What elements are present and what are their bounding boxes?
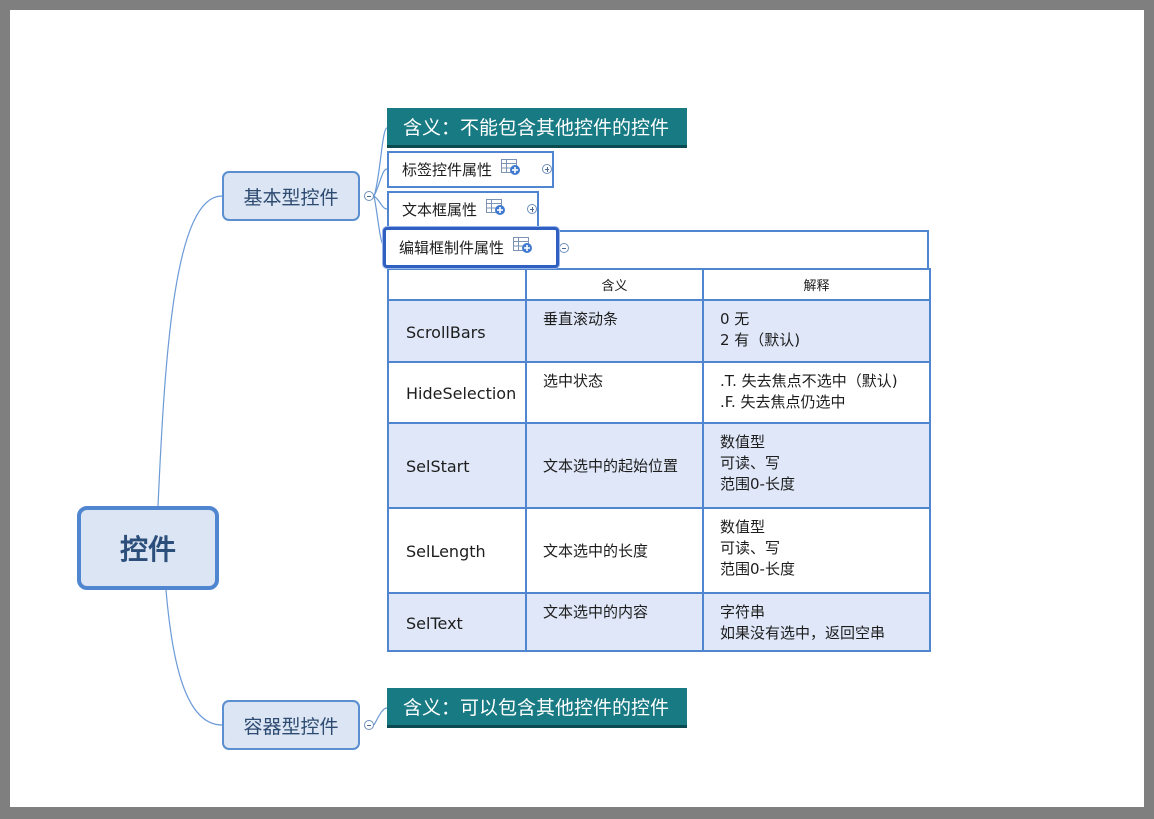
header-cell bbox=[387, 268, 527, 301]
note-basic-controls[interactable]: 含义：不能包含其他控件的控件 bbox=[387, 108, 687, 148]
table-row: SelStart 文本选中的起始位置 数值型 可读、写 范围0-长度 bbox=[387, 422, 931, 509]
leaf-label: 文本框属性 bbox=[402, 201, 478, 219]
property-name: HideSelection bbox=[387, 361, 527, 424]
collapse-toggle-icon[interactable] bbox=[559, 243, 569, 253]
note-text: 含义：不能包含其他控件的控件 bbox=[403, 117, 670, 139]
expand-toggle-icon[interactable] bbox=[527, 204, 537, 214]
explain-line: 可读、写 bbox=[720, 454, 781, 472]
property-explanation: 字符串 如果没有选中，返回空串 bbox=[702, 592, 931, 652]
root-node[interactable]: 控件 bbox=[77, 506, 219, 590]
explain-line: 如果没有选中，返回空串 bbox=[720, 624, 886, 642]
property-explanation: .T. 失去焦点不选中（默认) .F. 失去焦点仍选中 bbox=[702, 361, 931, 424]
table-row: SelText 文本选中的内容 字符串 如果没有选中，返回空串 bbox=[387, 592, 931, 652]
branch-container-controls[interactable]: 容器型控件 bbox=[222, 700, 360, 750]
explain-line: 字符串 bbox=[720, 603, 766, 621]
table-header-row: 含义 解释 bbox=[387, 268, 931, 301]
table-add-icon[interactable] bbox=[501, 159, 521, 180]
header-cell: 含义 bbox=[525, 268, 704, 301]
explain-line: 2 有（默认) bbox=[720, 331, 801, 349]
leaf-label: 标签控件属性 bbox=[402, 161, 493, 179]
explain-line: 范围0-长度 bbox=[720, 560, 795, 578]
property-meaning: 文本选中的内容 bbox=[525, 592, 704, 652]
expand-toggle-icon[interactable] bbox=[542, 164, 552, 174]
property-explanation: 数值型 可读、写 范围0-长度 bbox=[702, 422, 931, 509]
property-meaning: 文本选中的长度 bbox=[525, 507, 704, 594]
property-explanation: 数值型 可读、写 范围0-长度 bbox=[702, 507, 931, 594]
property-explanation: 0 无 2 有（默认) bbox=[702, 299, 931, 363]
explain-line: .F. 失去焦点仍选中 bbox=[720, 393, 846, 411]
collapse-toggle-icon[interactable] bbox=[364, 720, 374, 730]
leaf-label: 编辑框制件属性 bbox=[399, 239, 505, 257]
leaf-textbox-properties[interactable]: 文本框属性 bbox=[387, 191, 539, 228]
property-meaning: 垂直滚动条 bbox=[525, 299, 704, 363]
property-name: SelLength bbox=[387, 507, 527, 594]
property-meaning: 选中状态 bbox=[525, 361, 704, 424]
branch-basic-controls[interactable]: 基本型控件 bbox=[222, 171, 360, 221]
explain-line: .T. 失去焦点不选中（默认) bbox=[720, 372, 898, 390]
explain-line: 范围0-长度 bbox=[720, 475, 795, 493]
property-name: SelStart bbox=[387, 422, 527, 509]
leaf-label-properties[interactable]: 标签控件属性 bbox=[387, 151, 554, 188]
explain-line: 0 无 bbox=[720, 310, 750, 328]
collapse-toggle-icon[interactable] bbox=[364, 191, 374, 201]
root-label: 控件 bbox=[119, 533, 176, 566]
property-name: SelText bbox=[387, 592, 527, 652]
header-cell: 解释 bbox=[702, 268, 931, 301]
table-add-icon[interactable] bbox=[513, 237, 533, 258]
leaf-editbox-properties[interactable]: 编辑框制件属性 bbox=[383, 227, 559, 268]
explain-line: 数值型 bbox=[720, 518, 766, 536]
table-row: HideSelection 选中状态 .T. 失去焦点不选中（默认) .F. 失… bbox=[387, 361, 931, 424]
table-row: SelLength 文本选中的长度 数值型 可读、写 范围0-长度 bbox=[387, 507, 931, 594]
table-row: ScrollBars 垂直滚动条 0 无 2 有（默认) bbox=[387, 299, 931, 363]
properties-table: 含义 解释 ScrollBars 垂直滚动条 0 无 2 有（默认) HideS… bbox=[387, 268, 931, 652]
property-meaning: 文本选中的起始位置 bbox=[525, 422, 704, 509]
note-text: 含义：可以包含其他控件的控件 bbox=[403, 697, 670, 719]
note-container-controls[interactable]: 含义：可以包含其他控件的控件 bbox=[387, 688, 687, 728]
table-add-icon[interactable] bbox=[486, 199, 506, 220]
branch-label: 容器型控件 bbox=[243, 715, 339, 738]
explain-line: 数值型 bbox=[720, 433, 766, 451]
branch-label: 基本型控件 bbox=[243, 186, 339, 209]
property-name: ScrollBars bbox=[387, 299, 527, 363]
explain-line: 可读、写 bbox=[720, 539, 781, 557]
